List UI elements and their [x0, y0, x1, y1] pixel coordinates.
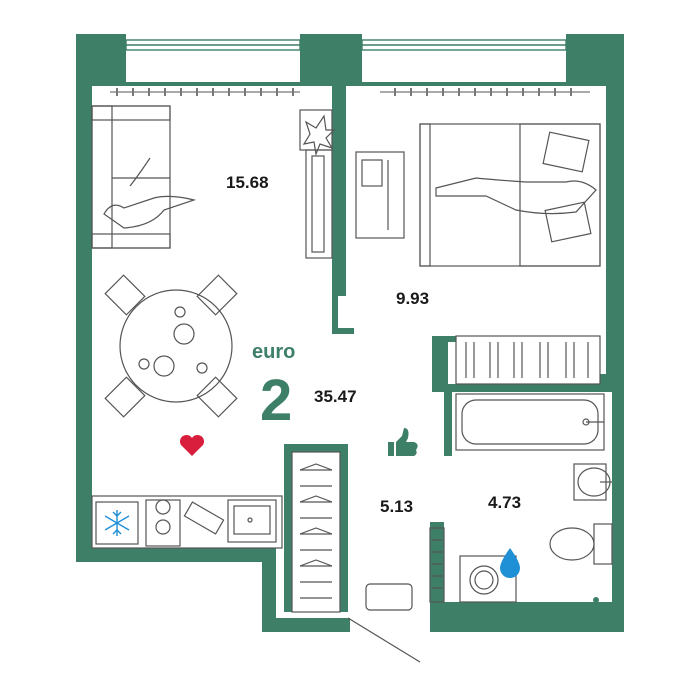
dining-table	[104, 274, 238, 418]
sofa	[91, 105, 197, 249]
tv-unit	[299, 109, 336, 259]
thumbs-up-icon	[388, 428, 418, 456]
washing-machine	[459, 555, 517, 603]
kitchen-counter	[91, 495, 283, 549]
water-drop-icon	[500, 548, 520, 578]
apartment-type-label: euro	[252, 341, 295, 363]
toilet	[549, 523, 613, 565]
rooms-count: 2	[260, 368, 292, 433]
room-area-bathroom: 4.73	[488, 493, 521, 512]
windows	[125, 39, 567, 51]
walls	[76, 34, 624, 632]
curtain-rings	[116, 88, 572, 96]
doormat	[365, 583, 413, 611]
entrance-door	[347, 617, 421, 663]
floor-drain	[593, 597, 599, 603]
wardrobe	[455, 335, 601, 385]
room-area-living: 15.68	[226, 173, 269, 192]
radiator	[429, 527, 445, 603]
room-area-hallway: 5.13	[380, 497, 413, 516]
hall-closet	[291, 451, 341, 613]
heart-icon	[179, 434, 205, 456]
snowflake-icon	[104, 510, 130, 536]
sink	[573, 463, 612, 501]
room-area-bedroom: 9.93	[396, 289, 429, 308]
desk	[355, 151, 405, 239]
bed	[419, 123, 601, 267]
bathtub	[455, 393, 605, 451]
total-area: 35.47	[314, 387, 357, 406]
